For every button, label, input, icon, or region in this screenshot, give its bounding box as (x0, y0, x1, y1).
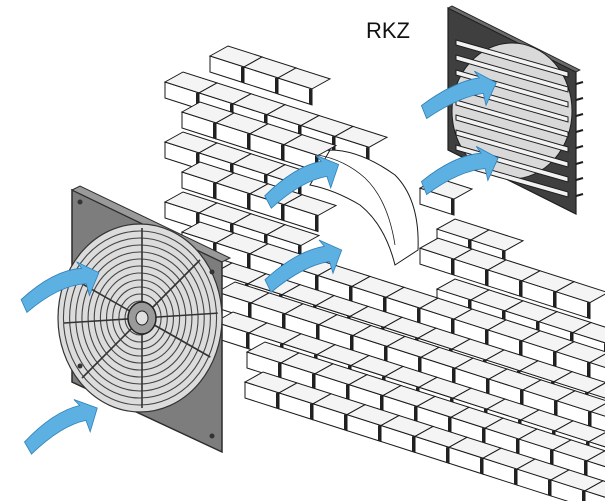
brick (583, 480, 605, 501)
guard-ring (106, 279, 174, 357)
mounting-pin (575, 129, 584, 133)
brick (520, 330, 576, 369)
mounting-pin (575, 161, 584, 165)
brick (379, 414, 435, 454)
airflow-arrow-icon (420, 70, 497, 120)
guard-ring (93, 265, 187, 371)
brick (555, 390, 605, 429)
mounting-hole (77, 199, 83, 205)
mounting-pin (575, 177, 584, 181)
brick (413, 425, 469, 464)
airflow-arrows (20, 70, 499, 455)
brick (213, 311, 269, 350)
mounting-pin (575, 145, 584, 149)
airflow-arrow-icon (420, 146, 499, 196)
louver-blade (455, 39, 569, 78)
mounting-pin (575, 193, 584, 197)
brick (588, 353, 605, 384)
guard-ring (118, 293, 162, 343)
airflow-arrow-icon (20, 261, 100, 314)
mounting-hole (209, 269, 215, 275)
mounting-pin (575, 81, 584, 85)
mounting-pin (575, 113, 584, 117)
brick (487, 368, 543, 407)
brick (419, 346, 475, 385)
louver-blade (455, 54, 569, 93)
brick (452, 308, 508, 347)
louver-blade (455, 129, 569, 168)
louver-blade (455, 114, 569, 153)
wall-fan-icon (57, 185, 232, 454)
brick (481, 447, 537, 486)
brick (384, 286, 440, 325)
brick (277, 382, 333, 421)
airflow-arrow-icon (24, 399, 98, 455)
brick (282, 194, 338, 233)
guard-ring (69, 237, 211, 399)
brick (589, 403, 605, 433)
mounting-hole (209, 433, 215, 439)
airflow-arrow-icon (264, 239, 343, 293)
airflow-arrow-icon (264, 154, 340, 209)
guard-ring (62, 230, 218, 406)
guard-ring (112, 286, 168, 350)
guard-ring (99, 272, 181, 364)
mounting-pin (575, 97, 584, 101)
product-label: RKZ (366, 18, 410, 43)
brick (554, 281, 605, 320)
louver-blade (455, 99, 569, 138)
wall-opening (309, 149, 419, 266)
brick-wall (163, 45, 605, 501)
mounting-hole (77, 363, 83, 369)
brick (453, 357, 509, 396)
brick (245, 341, 301, 380)
brick (452, 248, 508, 287)
guard-ring (87, 258, 193, 378)
brick (276, 67, 332, 106)
louvered-shutter-icon (447, 5, 584, 215)
guard-ring (81, 251, 199, 385)
brick (520, 270, 576, 309)
guard-ring (75, 244, 205, 392)
